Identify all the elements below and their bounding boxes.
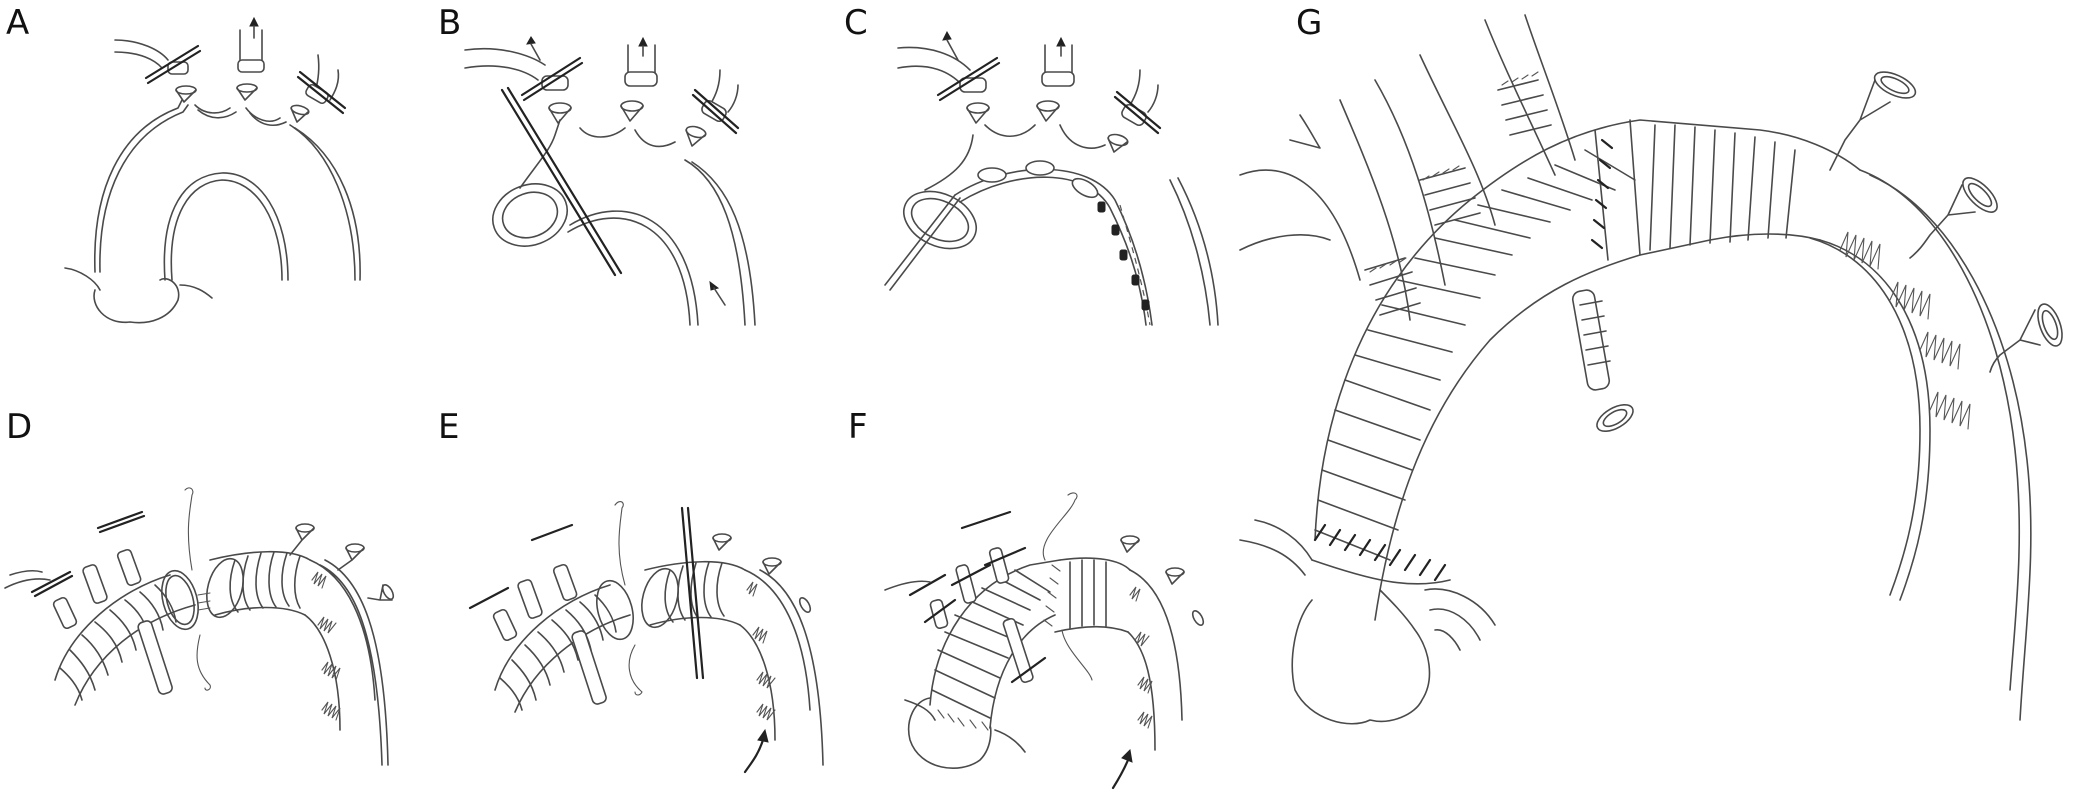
panel-a: A	[0, 0, 420, 340]
panel-label-f: F	[848, 407, 868, 447]
panel-f: F	[830, 400, 1250, 798]
panel-label-a: A	[6, 3, 30, 43]
panel-label-e: E	[438, 407, 460, 447]
graft-clamp-illustration-e	[468, 501, 824, 774]
branch-reconstruction-illustration-f	[884, 492, 1205, 790]
graft-anastomosis-illustration-d	[4, 487, 395, 766]
aortic-arch-illustration-b	[464, 36, 756, 326]
panel-d: D	[0, 400, 420, 798]
panel-c: C	[830, 0, 1250, 340]
panel-e: E	[420, 400, 840, 798]
panel-g: G	[1239, 0, 2100, 798]
panel-label-b: B	[438, 3, 462, 43]
panel-label-c: C	[844, 3, 868, 43]
completed-arch-replacement-illustration-g	[1239, 14, 2063, 725]
aortic-arch-illustration-a	[64, 16, 361, 324]
panel-b: B	[420, 0, 840, 340]
aortic-arch-illustration-c	[884, 30, 1219, 326]
panel-label-d: D	[6, 407, 33, 447]
panel-label-g: G	[1296, 3, 1323, 43]
